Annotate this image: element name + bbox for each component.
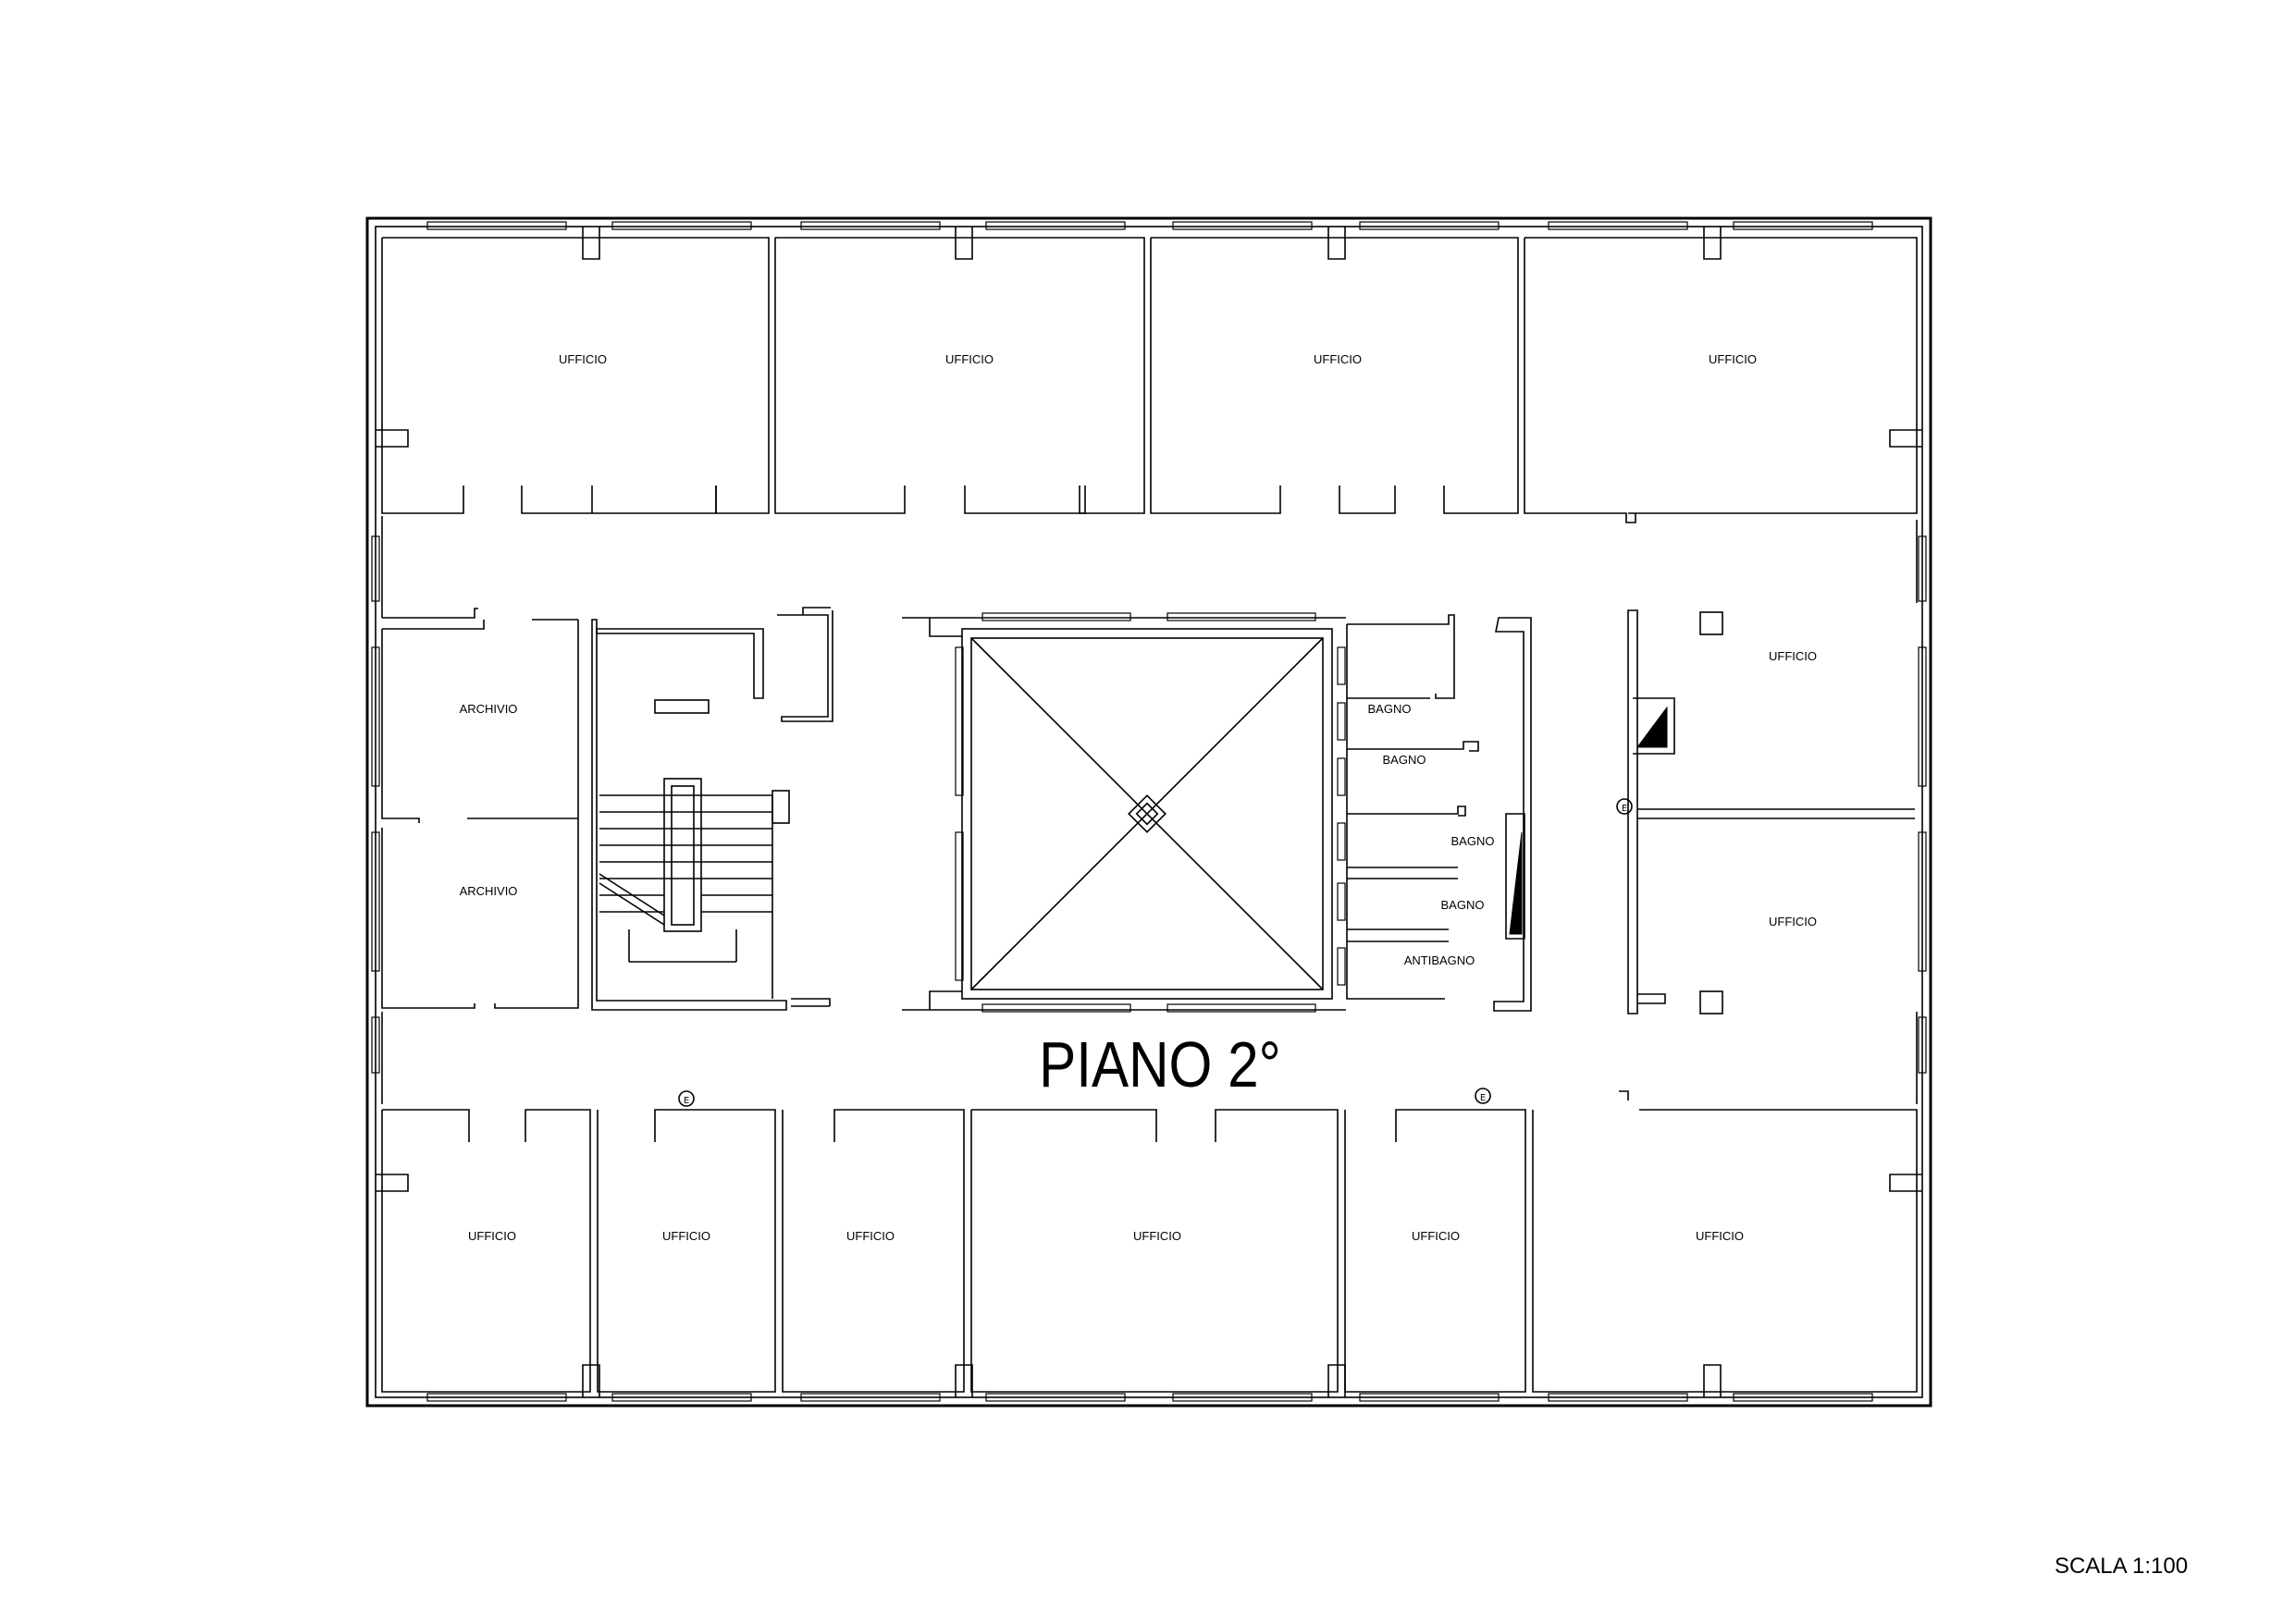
label-top-office-3: UFFICIO	[1314, 352, 1362, 366]
bottom-offices	[381, 1090, 1918, 1393]
label-bath-2: BAGNO	[1383, 753, 1426, 767]
label-bath-3: BAGNO	[1451, 834, 1495, 848]
facade-windows	[371, 221, 1927, 1402]
label-bottom-office-4: UFFICIO	[1133, 1229, 1181, 1243]
stair-block	[591, 607, 833, 1011]
extinguisher-icon: E	[1475, 1088, 1491, 1104]
outer-walls	[365, 216, 1932, 1408]
label-bottom-office-5: UFFICIO	[1412, 1229, 1460, 1243]
label-archive-2: ARCHIVIO	[460, 884, 518, 898]
extinguisher-symbols: E E E	[678, 798, 1633, 1107]
corridor-walls	[381, 516, 1918, 1104]
svg-text:E: E	[1480, 1093, 1486, 1103]
svg-text:E: E	[684, 1096, 689, 1106]
atrium	[902, 612, 1346, 1013]
label-bottom-office-2: UFFICIO	[662, 1229, 710, 1243]
right-offices	[1627, 609, 1915, 1014]
extinguisher-icon: E	[678, 1090, 695, 1107]
svg-text:E: E	[1622, 804, 1627, 814]
label-bottom-office-3: UFFICIO	[846, 1229, 895, 1243]
label-bottom-office-6: UFFICIO	[1696, 1229, 1744, 1243]
archive-block	[381, 619, 579, 1009]
label-top-office-1: UFFICIO	[559, 352, 607, 366]
bathroom-block	[1337, 614, 1532, 1012]
label-right-office-2: UFFICIO	[1769, 915, 1817, 928]
scale-label: SCALA 1:100	[2055, 1554, 2188, 1579]
label-right-office-1: UFFICIO	[1769, 649, 1817, 663]
label-archive-1: ARCHIVIO	[460, 702, 518, 716]
label-antibath: ANTIBAGNO	[1404, 953, 1475, 967]
label-top-office-4: UFFICIO	[1709, 352, 1757, 366]
label-bottom-office-1: UFFICIO	[468, 1229, 516, 1243]
label-top-office-2: UFFICIO	[945, 352, 994, 366]
room-labels: UFFICIO UFFICIO UFFICIO UFFICIO ARCHIVIO…	[460, 352, 1817, 1243]
label-bath-4: BAGNO	[1441, 898, 1485, 912]
top-offices	[381, 237, 1918, 523]
floor-title: PIANO 2°	[1039, 1028, 1281, 1100]
extinguisher-icon: E	[1616, 798, 1633, 815]
label-bath-1: BAGNO	[1368, 702, 1412, 716]
